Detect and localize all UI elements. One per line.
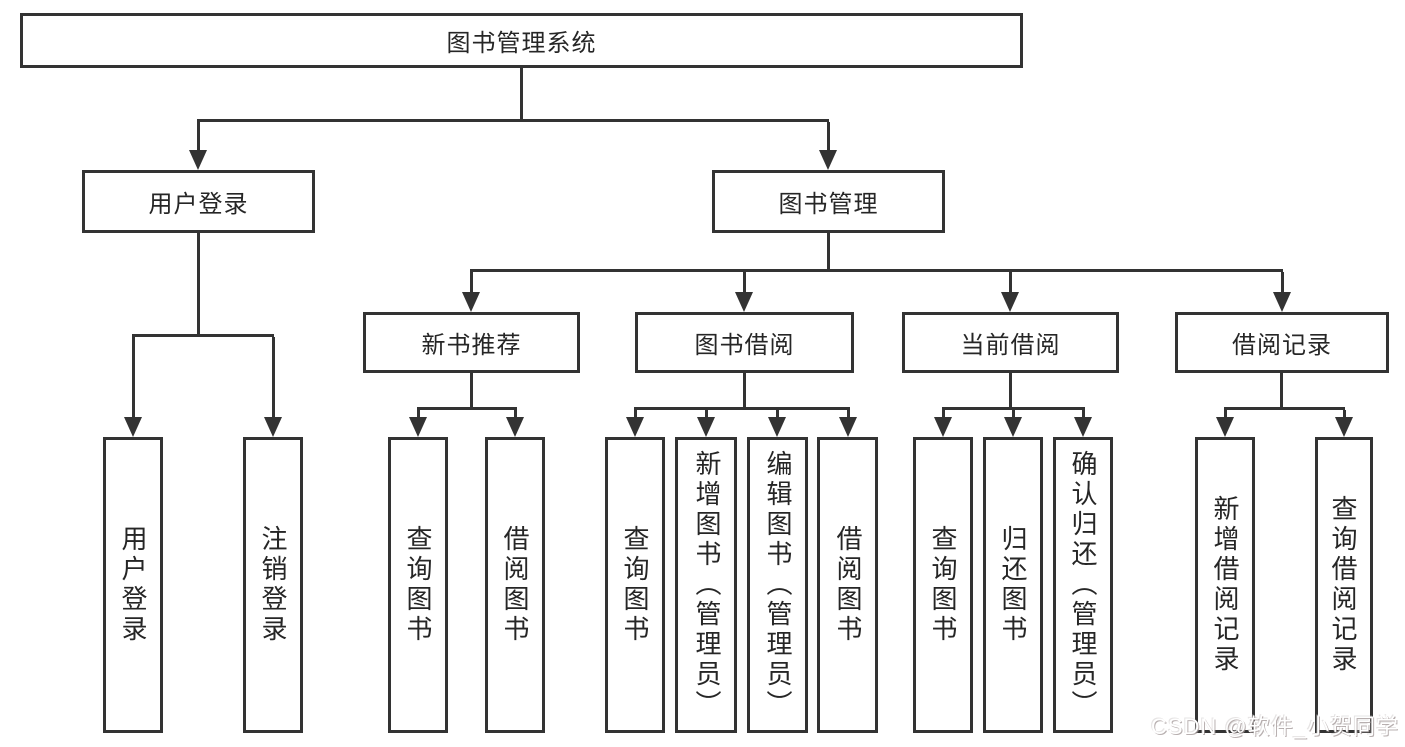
arrowhead-icon	[768, 417, 786, 437]
leaf-borrow-books: 借阅图书	[817, 437, 878, 733]
arrow-to-leaf-edit-book	[768, 410, 786, 437]
leaf-query-books-borrow: 查询图书	[605, 437, 665, 733]
arrow-to-leaf-return-book	[1004, 410, 1022, 437]
arrowhead-icon	[1004, 417, 1022, 437]
arrowhead-icon	[1216, 417, 1234, 437]
connector-book-borrow-trunk	[743, 373, 746, 408]
arrow-to-leaf-confirm-return	[1074, 410, 1092, 437]
connector-level3-bar	[470, 269, 1283, 272]
arrow-to-leaf-query-books-borrow	[626, 410, 644, 437]
arrowhead-icon	[264, 417, 282, 437]
arrow-to-user-login	[189, 122, 207, 170]
arrowhead-icon	[409, 417, 427, 437]
arrow-to-leaf-borrow-books	[839, 410, 857, 437]
arrow-to-leaf-add-borrow-record	[1216, 410, 1234, 437]
arrowhead-icon	[819, 150, 837, 170]
leaf-query-borrow-record: 查询借阅记录	[1315, 437, 1373, 733]
arrowhead-icon	[735, 292, 753, 312]
connector-book-borrow-bar	[634, 407, 850, 410]
arrow-to-leaf-add-book	[697, 410, 715, 437]
arrowhead-icon	[1001, 292, 1019, 312]
arrowhead-icon	[462, 292, 480, 312]
arrow-to-book-borrow	[735, 272, 753, 312]
leaf-confirm-return-admin: 确认归还（管理员）	[1053, 437, 1113, 733]
arrowhead-icon	[1273, 292, 1291, 312]
leaf-query-books-current: 查询图书	[913, 437, 973, 733]
connector-borrow-records-bar	[1224, 407, 1345, 410]
leaf-logout: 注销登录	[243, 437, 303, 733]
connector-recommend-bar	[417, 407, 517, 410]
node-current-borrow: 当前借阅	[902, 312, 1119, 373]
arrowhead-icon	[934, 417, 952, 437]
connector-current-borrow-trunk	[1009, 373, 1012, 408]
arrowhead-icon	[506, 417, 524, 437]
node-borrow-records: 借阅记录	[1175, 312, 1389, 373]
leaf-add-borrow-record: 新增借阅记录	[1195, 437, 1255, 733]
leaf-edit-book-admin: 编辑图书（管理员）	[747, 437, 808, 733]
arrow-to-current-borrow	[1001, 272, 1019, 312]
leaf-query-books-recommend: 查询图书	[388, 437, 448, 733]
leaf-return-book: 归还图书	[983, 437, 1043, 733]
node-user-login: 用户登录	[82, 170, 315, 233]
arrowhead-icon	[839, 417, 857, 437]
connector-level1-bar	[197, 119, 829, 122]
arrow-to-leaf-query-books-recommend	[409, 410, 427, 437]
node-book-borrow: 图书借阅	[635, 312, 854, 373]
arrowhead-icon	[1335, 417, 1353, 437]
leaf-add-book-admin: 新增图书（管理员）	[675, 437, 737, 733]
connector-borrow-records-trunk	[1280, 373, 1283, 408]
leaf-borrow-books-recommend: 借阅图书	[485, 437, 545, 733]
arrowhead-icon	[1074, 417, 1092, 437]
arrow-to-leaf-query-borrow-record	[1335, 410, 1353, 437]
node-new-book-recommend: 新书推荐	[363, 312, 580, 373]
arrow-to-book-management	[819, 122, 837, 170]
arrow-to-borrow-records	[1273, 272, 1291, 312]
connector-current-borrow-bar	[942, 407, 1085, 410]
arrow-to-new-book-recommend	[462, 272, 480, 312]
connector-recommend-trunk	[470, 373, 473, 408]
leaf-user-login: 用户登录	[103, 437, 163, 733]
arrow-to-leaf-logout	[264, 337, 282, 437]
connector-root-trunk	[520, 68, 523, 120]
arrow-to-leaf-borrow-books-recommend	[506, 410, 524, 437]
node-library-system-root: 图书管理系统	[20, 13, 1023, 68]
arrowhead-icon	[124, 417, 142, 437]
connector-user-login-trunk	[197, 233, 200, 335]
csdn-watermark: CSDN @软件_小贺同学	[1150, 714, 1399, 739]
arrowhead-icon	[697, 417, 715, 437]
arrow-to-leaf-user-login	[124, 337, 142, 437]
connector-user-login-bar	[132, 334, 274, 337]
arrowhead-icon	[189, 150, 207, 170]
arrow-to-leaf-query-books-current	[934, 410, 952, 437]
connector-book-management-trunk	[827, 232, 830, 270]
arrowhead-icon	[626, 417, 644, 437]
node-book-management: 图书管理	[712, 170, 945, 233]
